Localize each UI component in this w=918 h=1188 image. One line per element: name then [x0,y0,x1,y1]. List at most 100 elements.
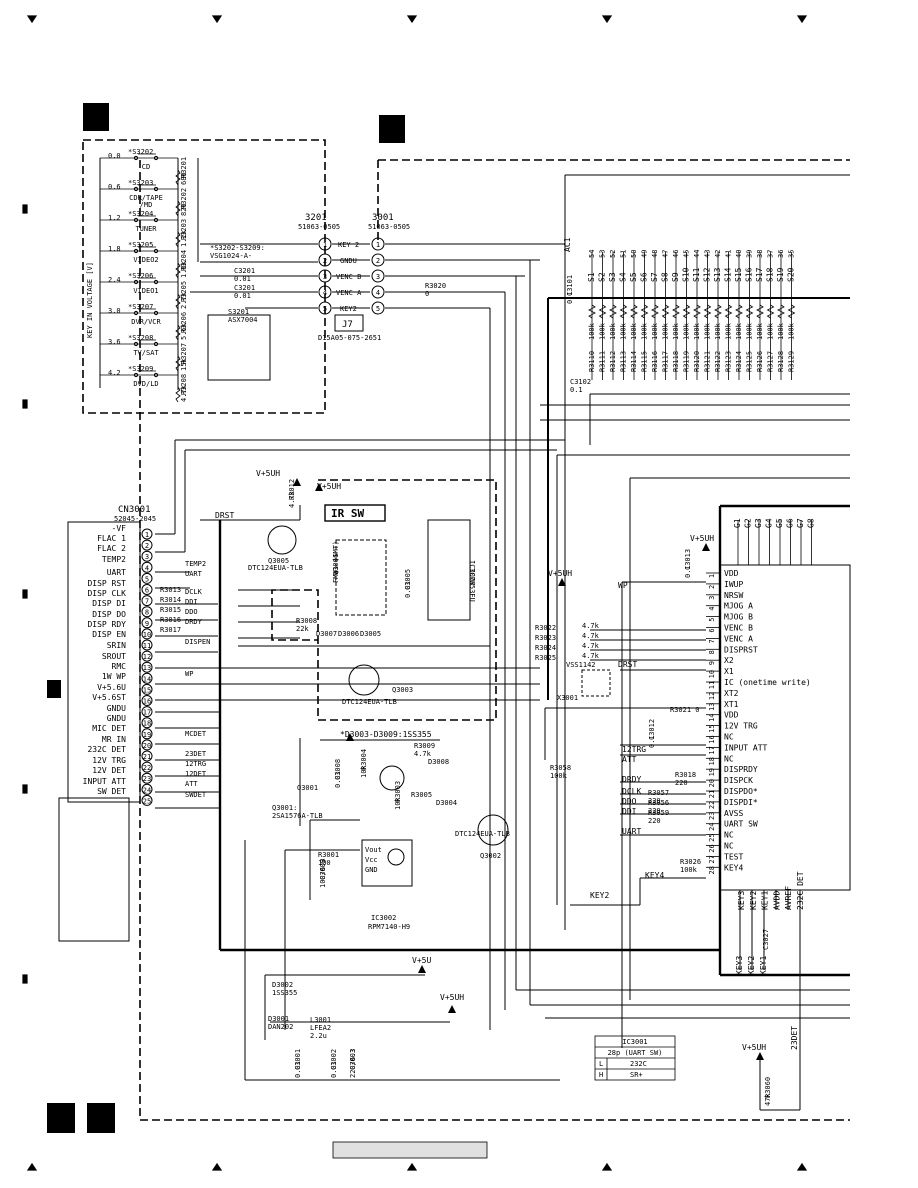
key-line: GNDU [340,257,357,265]
c3013-label: C3013 [684,549,692,570]
cn-resistor: R3017 [160,626,181,634]
power-label: V+5UH [317,482,341,491]
cn-pin-name: MR IN [102,735,126,744]
cn-pin-circle [141,717,153,729]
cn-pin-circle [141,783,153,795]
pin-number: 5 [376,305,380,313]
ic-bottom-pin: 232C DET [796,871,805,910]
grid-res-ref: R3111 [599,351,607,372]
key-resistor-label: 2.7k [180,291,188,309]
q3002-part: DTC124EUA-TLB [455,830,510,838]
cn-pin-name: INPUT ATT [83,777,127,786]
cn-pin-name: SROUT [102,652,126,661]
cn-pin-number: 25 [143,797,151,805]
cn-pin-name: DISP DO [92,610,126,619]
cn-pin-name: -VF [112,524,127,533]
switch-contact [153,310,159,316]
pin-number: 4 [376,289,380,297]
switch-name: DVD/LD [133,380,158,388]
cn-resistor: R3013 [160,586,181,594]
cn-signal: TEMP2 [185,560,206,568]
grid-name: S7 [650,272,659,282]
grid-res-val: 100k [735,322,743,340]
cn-pin-circle [141,739,153,751]
pin-number: 2 [376,257,380,265]
cn-pin-number: 3 [145,553,149,561]
grid-res-ref: R3116 [651,351,659,372]
grid-pin-num: 52 [609,250,617,258]
cn-pin-number: 14 [143,675,151,683]
r3004-label: R3004 [360,749,368,770]
grid-pin-num: 35 [788,250,796,258]
grid-res-val: 100k [609,322,617,340]
switch-contact [133,279,139,285]
ic-pin-num: 23 [708,812,716,820]
grid-resistor [651,304,659,319]
table-head: 28p (UART SW) [608,1049,663,1057]
cn-pin-circle [141,628,153,640]
r3021-label: R3021 0 [670,706,700,714]
r3005-label: R3005 [411,791,432,799]
grid-name: S20 [787,267,796,282]
switch-name: VIDEO2 [133,256,158,264]
ic-pin-name: X2 [724,656,734,665]
ic-pin-name: MJOG A [724,602,753,611]
cn-pin-circle [141,706,153,718]
key-resistor-label: 1.2k [180,229,188,247]
power-arrows [293,478,764,1060]
cn-pin-name: 12V DET [92,766,126,775]
block-label-a [83,103,109,131]
grid-resistor [588,304,596,319]
grid-pin-num: 42 [714,250,722,258]
ic3002-label: IC3002 [371,914,396,922]
c3002-label: 0.01 [330,1061,338,1078]
cn-pin-number: 18 [143,720,151,728]
c3201-label: C3201 [234,284,255,292]
grid-res-val: 100k [788,322,796,340]
ic3002-sensor [387,848,405,866]
r-mjog-val: 4.7k [582,632,600,640]
ic-pin-num: 28 [708,866,716,874]
switch-ref: *S3203 [128,179,153,187]
r3026-label: 100k [680,866,698,874]
switch-contact [153,341,159,347]
r3004-label: 10k [360,765,368,778]
key-resistor-label: 1.8k [180,260,188,278]
cn-pin-number: 4 [145,564,149,572]
cn-pin-name: 12V TRG [92,756,126,765]
ic-pin-num: 11 [708,681,716,689]
ic-pin-num: 13 [708,703,716,711]
ic-pin-num: 12 [708,692,716,700]
ic-pin-name: NC [724,842,734,851]
ic-pin-name: DISPCK [724,776,753,785]
note-box [58,797,130,942]
cn-pin-circle [141,617,153,629]
q3003-part: DTC124EUA-TLB [342,698,397,706]
pin-circle [318,269,332,283]
r3056-label: R3056 [648,799,669,807]
d3006-label: D3006 [338,630,359,638]
r3057-label: 220 [648,797,661,805]
ic3002-pin: GND [365,866,378,874]
pin-number: 2 [323,257,327,265]
grid-res-val: 100k [641,322,649,340]
grid-resistor [693,304,701,319]
c3012-label: C3012 [648,719,656,740]
grid-res-val: 100k [588,322,596,340]
d3004-label: D3004 [436,799,457,807]
ic-pin-name: NRSW [724,591,743,600]
ic3002-part: RPM7140-H9 [368,923,410,931]
switch-contact [153,248,159,254]
ic-pin-name: NC [724,733,734,742]
q3004-box [335,539,387,616]
switch-name: DVR/VCR [131,318,161,326]
ic-signal: DCLK [622,787,641,796]
cn-pin-number: 2 [145,542,149,550]
r3058-label: R3058 [550,764,571,772]
grid-res-ref: R3113 [620,351,628,372]
power-label: V+5UH [440,993,464,1002]
conn-3001-part: 51063-0505 [368,223,410,231]
cn-resistor: R3014 [160,596,181,604]
